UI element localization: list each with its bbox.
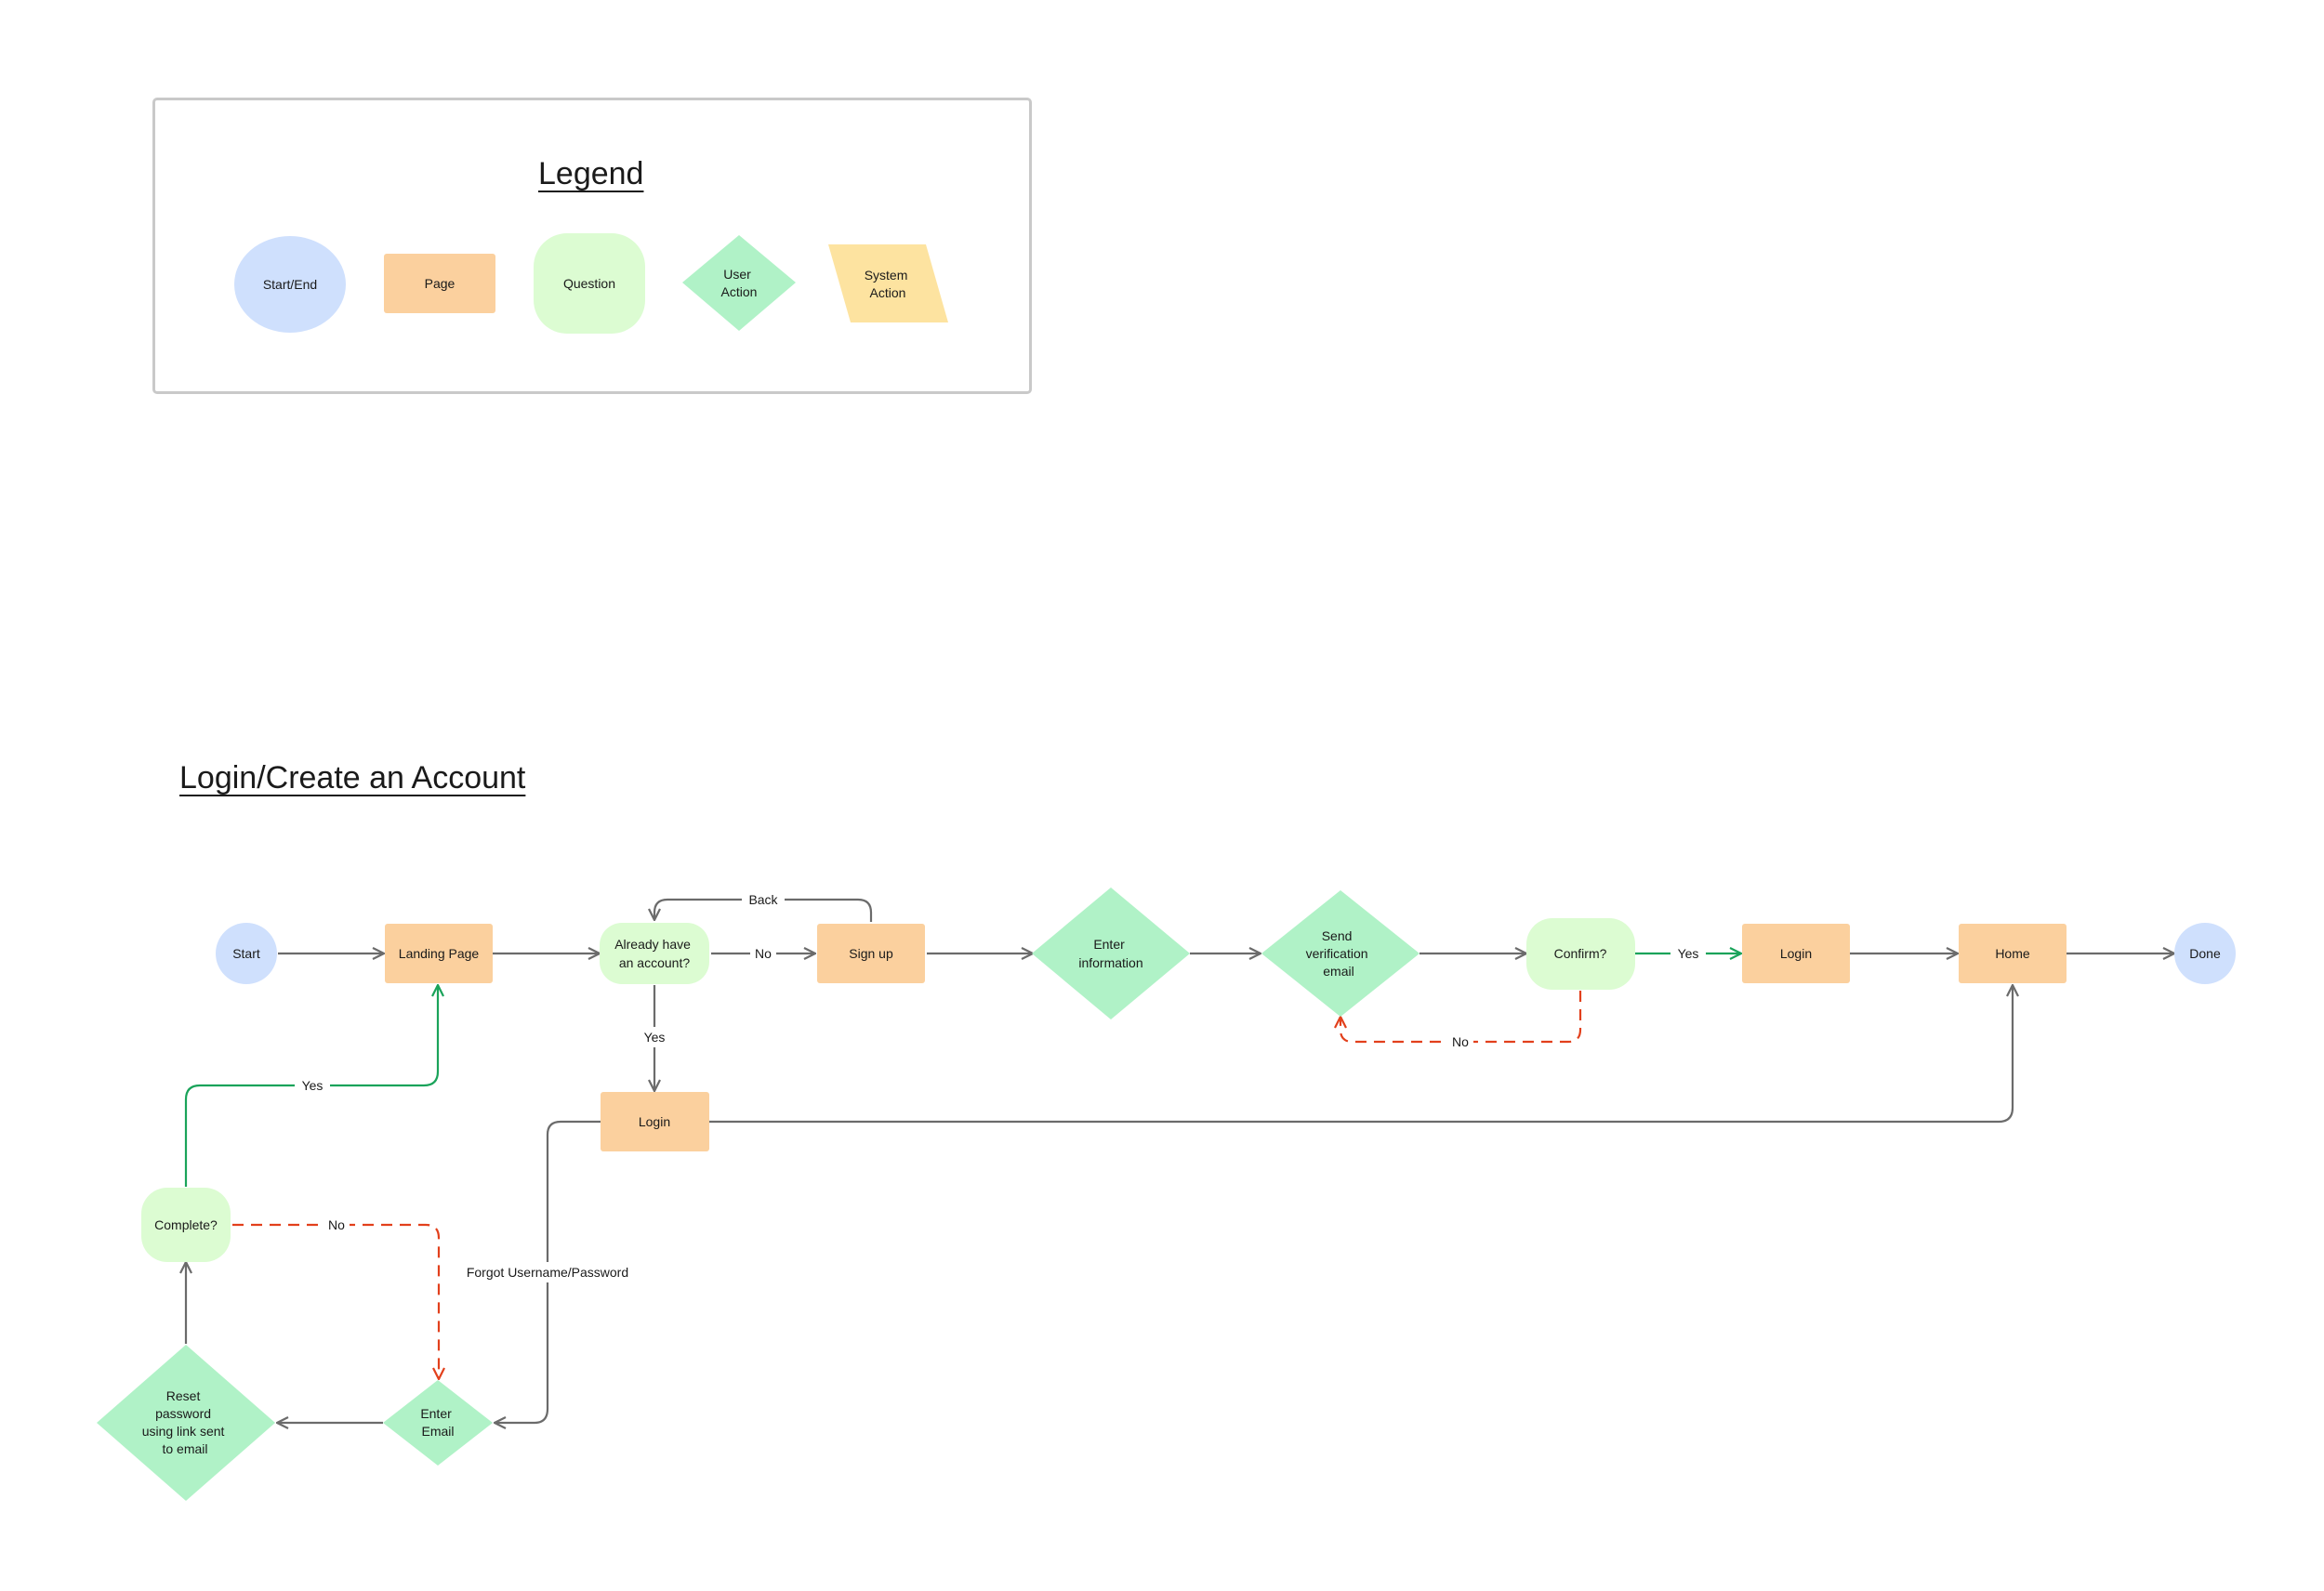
svg-text:User Action: User Action: [721, 267, 758, 299]
svg-text:Done: Done: [2189, 946, 2221, 961]
node-landing-page: Landing Page: [385, 924, 493, 983]
node-home: Home: [1959, 924, 2067, 983]
edge-label-yes-complete: Yes: [302, 1078, 324, 1093]
svg-text:Already have an account?: Already have an account?: [614, 937, 694, 970]
node-complete: Complete?: [141, 1188, 231, 1262]
legend-question-label: Question: [563, 276, 615, 291]
svg-text:Complete?: Complete?: [154, 1217, 218, 1232]
edge-confirm-no: [1340, 991, 1582, 1044]
svg-text:Question: Question: [563, 276, 615, 291]
legend-question: Question: [534, 233, 645, 334]
svg-text:System Action: System Action: [865, 268, 912, 300]
svg-text:Reset password usi: Reset password using link sent to email: [142, 1388, 229, 1456]
flow-title: Login/Create an Account: [179, 760, 526, 796]
node-login-mid: Login: [601, 1092, 709, 1151]
svg-text:Start/End: Start/End: [263, 277, 317, 292]
node-login-top: Login: [1742, 924, 1850, 983]
svg-text:Home: Home: [1995, 946, 2030, 961]
legend-user-action-label-1: User: [723, 267, 751, 282]
legend-system-action: System Action: [828, 244, 948, 322]
edge-label-back: Back: [748, 892, 778, 907]
legend-system-action-label-1: System: [865, 268, 908, 283]
node-reset-password: Reset password using link sent to email: [97, 1345, 275, 1501]
edge-label-yes-login: Yes: [644, 1030, 666, 1045]
svg-text:Landing Page: Landing Page: [399, 946, 480, 961]
legend-page: Page: [384, 254, 495, 313]
node-already-have-account: Already have an account?: [600, 923, 709, 984]
svg-text:Enter information: Enter information: [1078, 937, 1142, 970]
svg-text:Page: Page: [425, 276, 456, 291]
node-start: Start: [216, 923, 277, 984]
svg-text:Login: Login: [639, 1114, 670, 1129]
node-send-verification-email: Send verification email: [1261, 890, 1419, 1017]
edge-label-no-confirm: No: [1452, 1034, 1469, 1049]
legend-user-action-label-2: Action: [721, 284, 758, 299]
legend-title: Legend: [538, 156, 644, 191]
svg-text:Enter Email: Enter Email: [420, 1406, 455, 1439]
legend-user-action: User Action: [682, 235, 796, 331]
node-enter-email: Enter Email: [383, 1380, 493, 1466]
edge-label-yes-confirm: Yes: [1678, 946, 1699, 961]
legend-system-action-label-2: Action: [870, 285, 906, 300]
edge-label-no-complete: No: [328, 1217, 345, 1232]
node-sign-up: Sign up: [817, 924, 925, 983]
node-confirm: Confirm?: [1526, 918, 1635, 990]
edge-label-forgot: Forgot Username/Password: [467, 1265, 628, 1280]
svg-text:Login: Login: [1780, 946, 1812, 961]
svg-text:Send verification: Send verification email: [1306, 928, 1372, 979]
legend-page-label: Page: [425, 276, 456, 291]
svg-text:Start: Start: [232, 946, 260, 961]
node-done: Done: [2174, 923, 2236, 984]
edge-loginmid-home: [709, 985, 2013, 1124]
legend-start-end: Start/End: [234, 236, 346, 333]
edge-complete-no: [232, 1223, 439, 1379]
legend-start-end-label: Start/End: [263, 277, 317, 292]
node-enter-information: Enter information: [1032, 888, 1190, 1019]
edge-label-no-signup: No: [755, 946, 772, 961]
svg-text:Sign up: Sign up: [849, 946, 893, 961]
svg-text:Confirm?: Confirm?: [1554, 946, 1607, 961]
legend-box: [152, 98, 1032, 394]
